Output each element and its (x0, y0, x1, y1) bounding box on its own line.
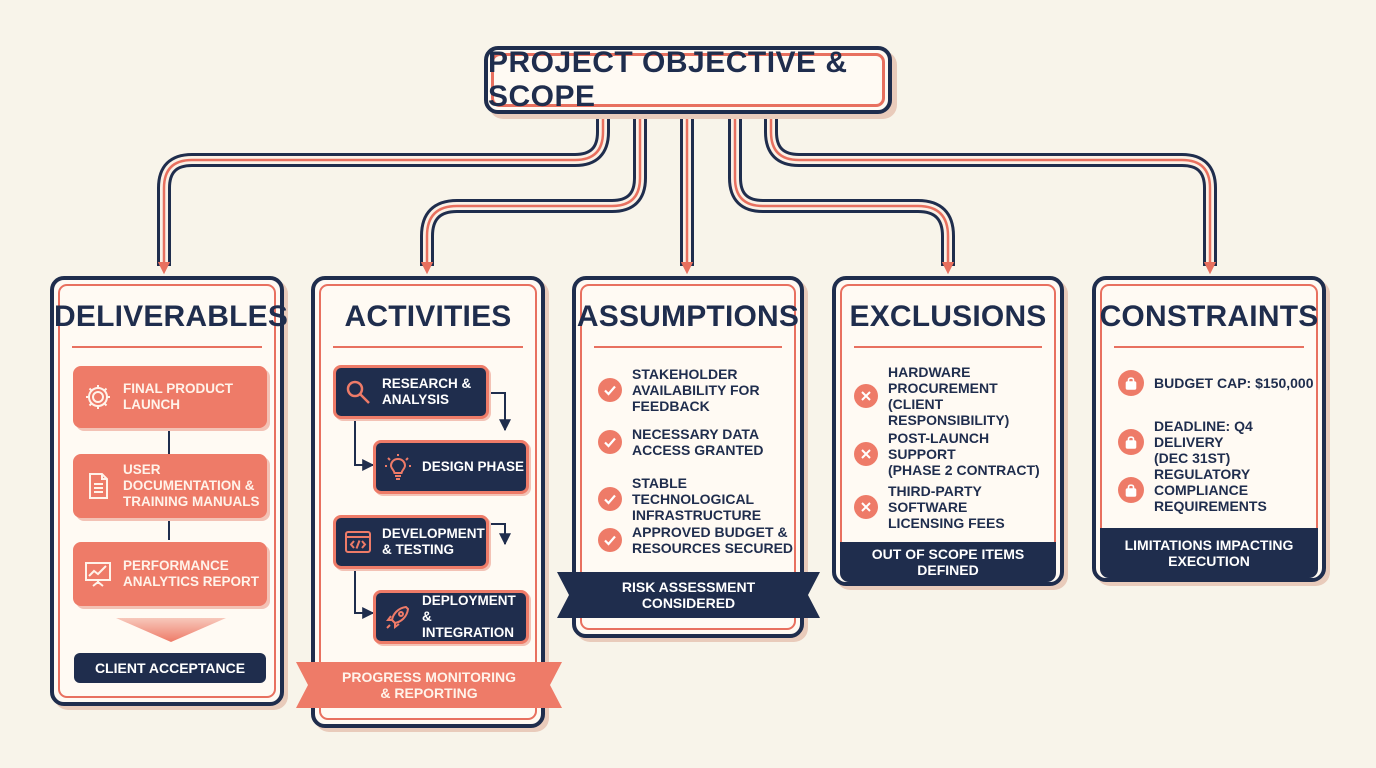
chart-icon (85, 562, 111, 587)
activity-step: DEPLOYMENT& INTEGRATION (373, 590, 529, 644)
activity-flow-arrows (354, 392, 511, 619)
exclusion-label: POST-LAUNCH SUPPORT(PHASE 2 CONTRACT) (888, 430, 1040, 478)
check-icon (598, 487, 622, 511)
assumption-label: APPROVED BUDGET &RESOURCES SECURED (632, 524, 794, 556)
progress-monitoring-ribbon: PROGRESS MONITORING& REPORTING (296, 662, 562, 708)
activity-step: DESIGN PHASE (373, 440, 529, 494)
lock-icon (1118, 477, 1144, 503)
constraint-item: BUDGET CAP: $150,000 (1118, 370, 1314, 396)
x-icon (854, 495, 878, 519)
divider (1114, 346, 1304, 348)
check-icon (598, 528, 622, 552)
lock-icon (1118, 429, 1144, 455)
title-box: PROJECT OBJECTIVE & SCOPE (484, 46, 892, 114)
check-icon (598, 430, 622, 454)
assumptions-heading: ASSUMPTIONS (576, 300, 800, 333)
exclusions-footer: OUT OF SCOPE ITEMS DEFINED (840, 542, 1056, 582)
gear-icon (86, 385, 110, 409)
lightbulb-icon (385, 454, 411, 480)
activity-step: DEVELOPMENT& TESTING (333, 515, 489, 569)
constraints-panel: CONSTRAINTS BUDGET CAP: $150,000 DEADLIN… (1092, 276, 1326, 582)
divider (594, 346, 782, 348)
constraint-item: DEADLINE: Q4 DELIVERY(DEC 31ST) (1118, 418, 1322, 466)
divider (854, 346, 1042, 348)
code-icon (345, 531, 371, 553)
divider (333, 346, 523, 348)
document-icon (89, 473, 108, 499)
constraint-label: DEADLINE: Q4 DELIVERY(DEC 31ST) (1154, 418, 1253, 466)
x-icon (854, 442, 878, 466)
deliverables-heading: DELIVERABLES (54, 300, 289, 333)
divider (72, 346, 262, 348)
activity-label: DEPLOYMENT& INTEGRATION (422, 593, 516, 640)
activity-label: DEVELOPMENT& TESTING (382, 526, 485, 557)
constraints-heading: CONSTRAINTS (1099, 300, 1319, 333)
activities-panel: ACTIVITIES (311, 276, 545, 728)
client-acceptance-label: CLIENT ACCEPTANCE (74, 653, 266, 683)
activity-step: RESEARCH &ANALYSIS (333, 365, 489, 419)
exclusion-item: POST-LAUNCH SUPPORT(PHASE 2 CONTRACT) (854, 430, 1060, 478)
exclusions-heading: EXCLUSIONS (849, 300, 1047, 333)
constraint-label: BUDGET CAP: $150,000 (1154, 375, 1314, 391)
activity-label: RESEARCH &ANALYSIS (382, 376, 472, 407)
page-title: PROJECT OBJECTIVE & SCOPE (488, 46, 848, 113)
check-icon (598, 378, 622, 402)
magnifier-icon (346, 380, 370, 404)
x-icon (854, 384, 878, 408)
rocket-icon (386, 605, 410, 629)
lock-icon (1118, 370, 1144, 396)
activities-heading: ACTIVITIES (344, 300, 512, 333)
assumption-item: APPROVED BUDGET &RESOURCES SECURED (598, 524, 793, 556)
activity-label: DESIGN PHASE (422, 459, 525, 474)
funnel-arrow (116, 618, 226, 642)
